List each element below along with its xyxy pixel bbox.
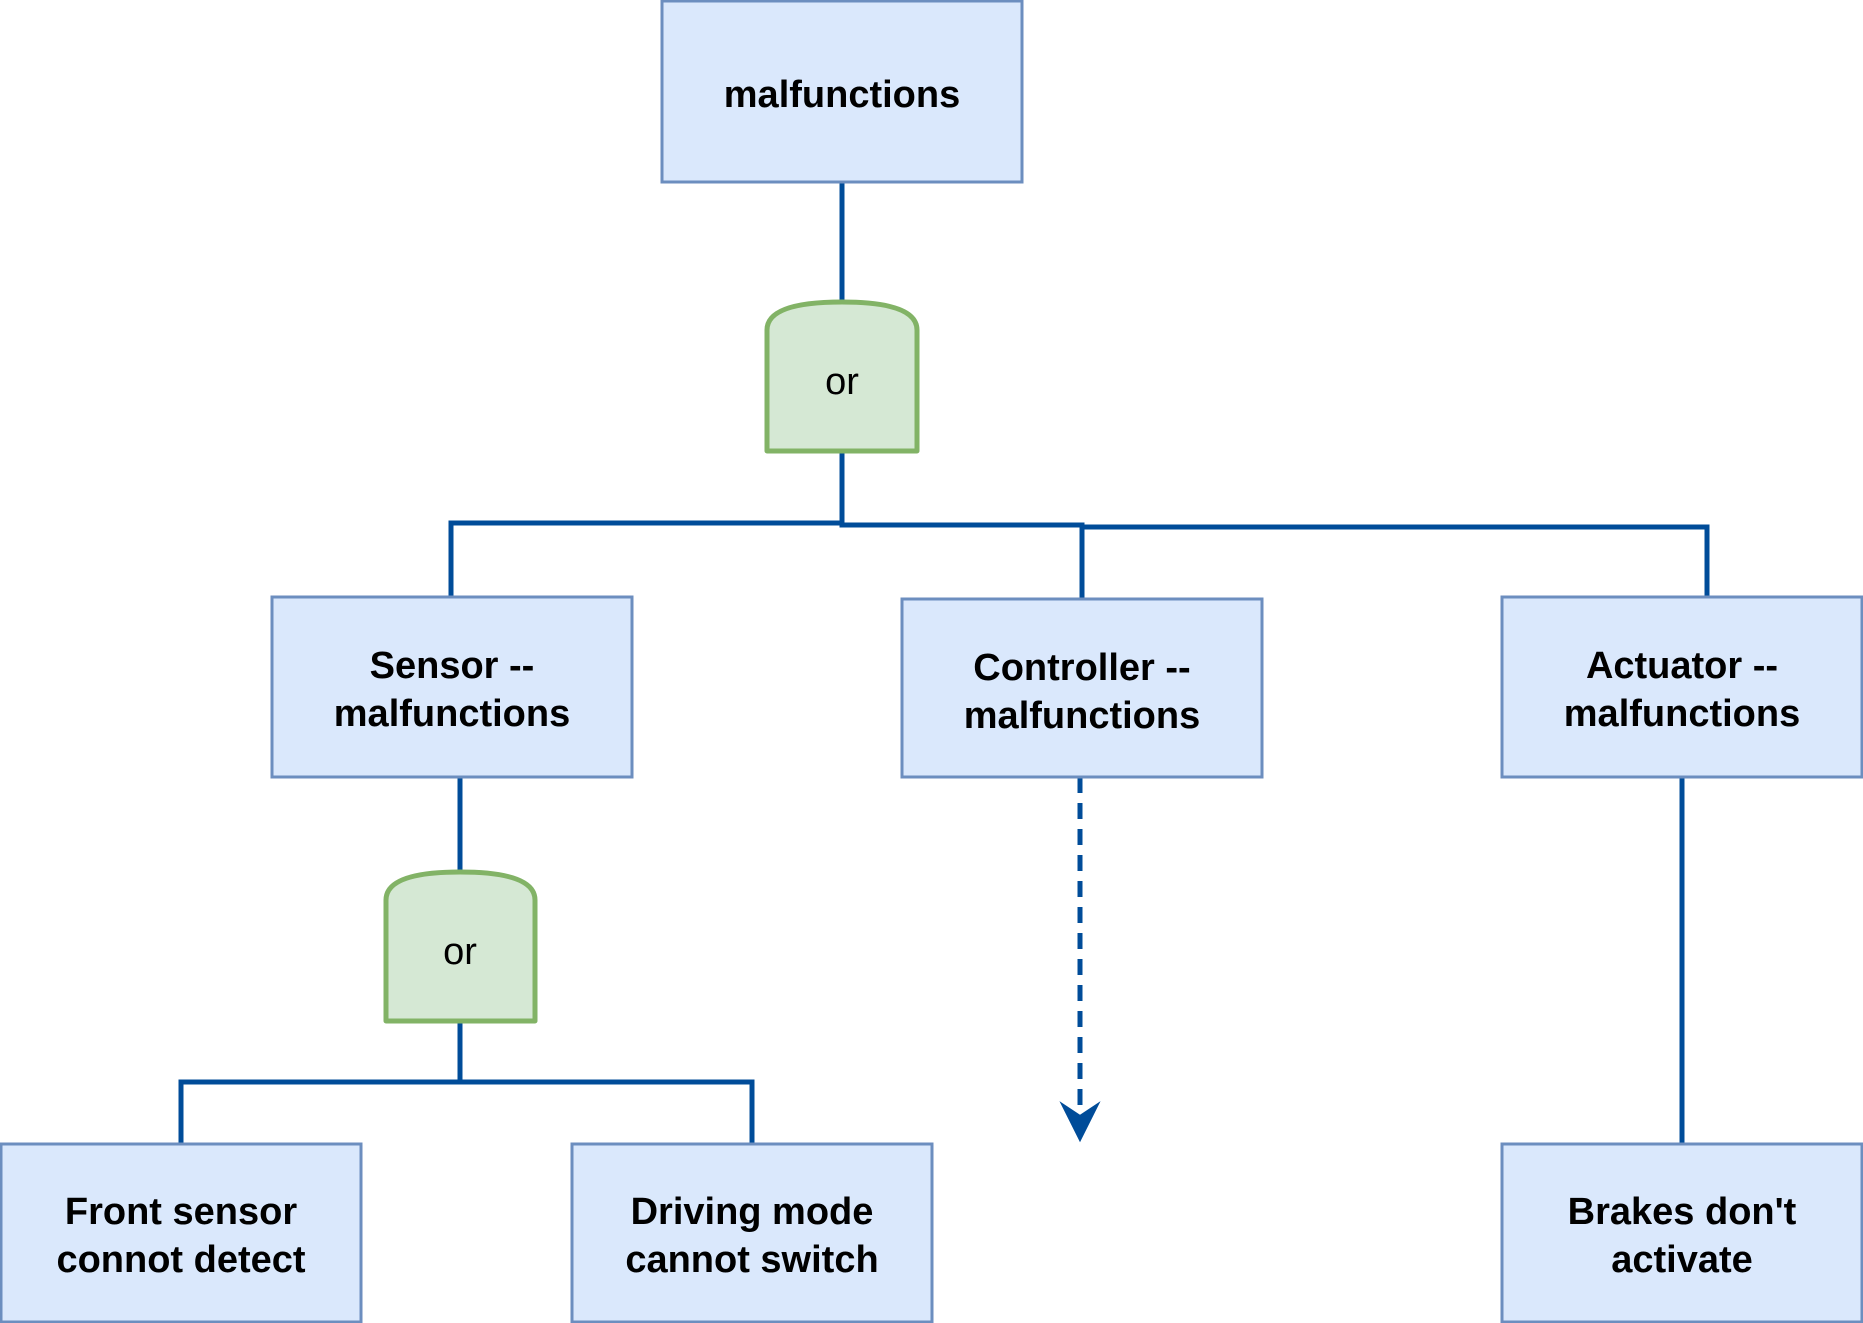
front-sensor-event-node[interactable]: Front sensor connot detect <box>0 1142 363 1323</box>
driving-mode-event-line2: cannot switch <box>625 1239 878 1281</box>
brakes-event-line1: Brakes don't <box>1568 1191 1797 1233</box>
top-event-label: malfunctions <box>724 74 960 116</box>
sensor-event-node[interactable]: Sensor -- malfunctions <box>270 595 634 779</box>
sensor-or-gate[interactable]: or <box>383 869 538 1024</box>
brakes-event-node[interactable]: Brakes don't activate <box>1500 1142 1863 1323</box>
top-event-node[interactable]: malfunctions <box>660 0 1024 184</box>
actuator-event-line1: Actuator -- <box>1586 645 1778 687</box>
connector-gate-to-driving-mode <box>460 1079 755 1144</box>
actuator-event-line2: malfunctions <box>1564 693 1800 735</box>
top-or-gate-label: or <box>825 361 859 403</box>
sensor-or-gate-label: or <box>443 931 477 973</box>
actuator-event-node[interactable]: Actuator -- malfunctions <box>1500 595 1863 779</box>
sensor-event-line1: Sensor -- <box>370 645 535 687</box>
controller-event-node[interactable]: Controller -- malfunctions <box>900 597 1264 779</box>
connector-gate-to-front-sensor <box>178 1022 463 1144</box>
connector-gate-to-sensor <box>448 452 845 597</box>
sensor-event-line2: malfunctions <box>334 693 570 735</box>
controller-event-line2: malfunctions <box>964 695 1200 737</box>
front-sensor-event-line1: Front sensor <box>65 1191 297 1233</box>
connector-gate-to-actuator <box>842 522 1710 597</box>
arrowhead-controller <box>1059 1101 1101 1143</box>
driving-mode-event-line1: Driving mode <box>631 1191 874 1233</box>
connectors <box>178 182 1710 1144</box>
driving-mode-event-node[interactable]: Driving mode cannot switch <box>570 1142 934 1323</box>
top-or-gate[interactable]: or <box>764 299 920 454</box>
brakes-event-line2: activate <box>1611 1239 1753 1281</box>
controller-event-line1: Controller -- <box>973 647 1190 689</box>
front-sensor-event-line2: connot detect <box>56 1239 305 1281</box>
